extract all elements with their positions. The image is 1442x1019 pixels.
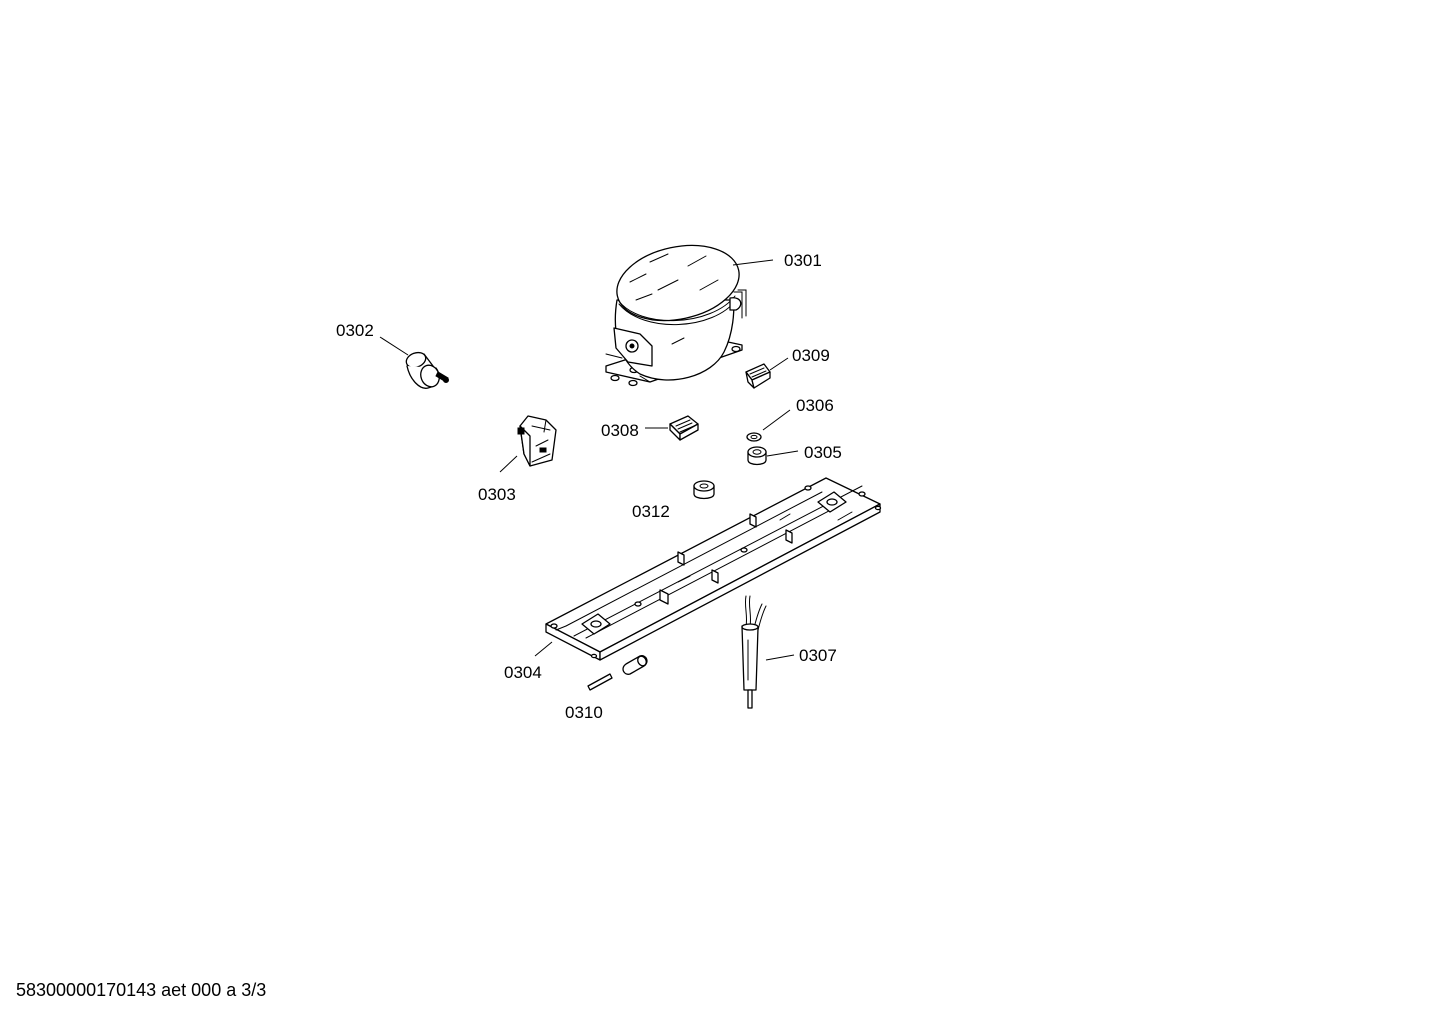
washer-drawing [746,432,762,442]
drawing-reference-footer: 58300000170143 aet 000 a 3/3 [16,980,267,1000]
relay-bracket-drawing [517,415,557,467]
callout-0312: 0312 [632,502,670,521]
callout-0302: 0302 [336,321,374,340]
compressor-drawing [605,244,747,387]
base-rail-drawing [545,477,882,661]
callout-0305: 0305 [804,443,842,462]
bushing-drawing [747,446,767,466]
callout-0304: 0304 [504,663,542,682]
grommet-drawing [693,480,715,500]
callout-0309: 0309 [792,346,830,365]
callout-0307: 0307 [799,646,837,665]
callout-0308: 0308 [601,421,639,440]
callout-0301: 0301 [784,251,822,270]
callout-0306: 0306 [796,396,834,415]
clip-block-0308-drawing [669,415,699,441]
cylinder-component-drawing [405,351,449,389]
callout-0310: 0310 [565,703,603,722]
tube-with-wires-drawing [741,595,767,709]
clip-block-0309-drawing [745,363,771,389]
callout-0303: 0303 [478,485,516,504]
pin-drawing [587,655,648,691]
